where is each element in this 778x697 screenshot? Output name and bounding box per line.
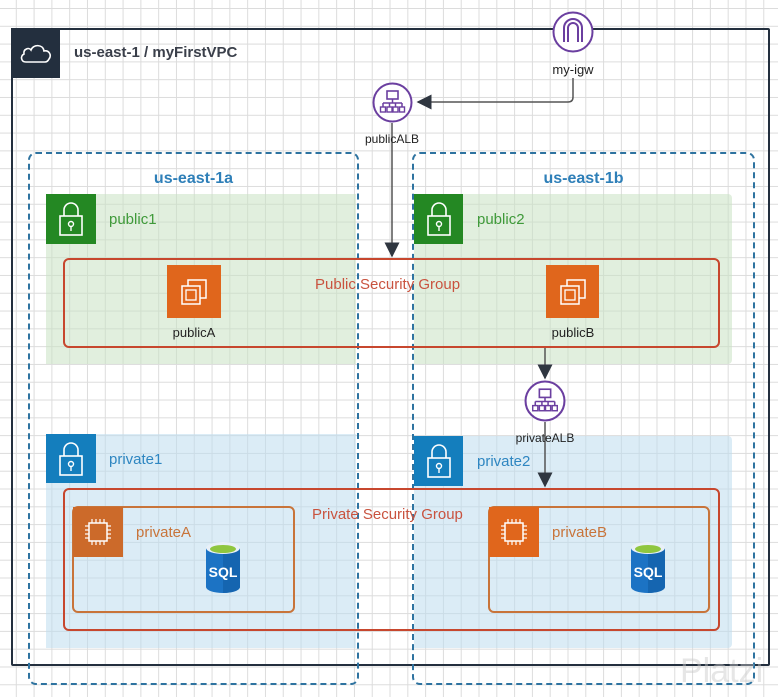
lock-icon [59, 441, 83, 476]
private1-badge [46, 434, 96, 483]
ec2-instances-icon [559, 278, 586, 305]
igw-to-publicALB-connector [416, 78, 574, 110]
az-label-a: us-east-1a [153, 170, 234, 187]
cloud-icon [20, 44, 51, 63]
sql-database-icon: SQL [206, 542, 240, 593]
subnet-label-private2: private2 [477, 453, 531, 470]
platzi-watermark: Platzi [680, 652, 764, 690]
public-security-group[interactable] [63, 258, 720, 348]
private2-badge [414, 436, 463, 486]
availability-zone-b[interactable] [412, 152, 755, 685]
instance-label-publicB: publicB [551, 325, 595, 340]
vpc-container[interactable] [11, 28, 770, 666]
subnet-label-private1: private1 [109, 451, 163, 468]
privateB-badge [489, 507, 539, 557]
ec2-instance-icon [501, 519, 527, 545]
instance-label-privateA: privateA [136, 524, 192, 541]
private-security-group[interactable] [63, 488, 720, 631]
privateA-instance[interactable] [72, 506, 295, 613]
load-balancer-icon [372, 82, 413, 123]
sql-database-a[interactable]: SQL [204, 541, 242, 595]
instance-label-privateB: privateB [552, 524, 608, 541]
load-balancer-icon [524, 380, 566, 422]
availability-zone-a[interactable] [28, 152, 359, 685]
private-alb-label: privateALB [515, 431, 575, 445]
private-security-group-label: Private Security Group [312, 506, 463, 523]
sql-database-icon: SQL [631, 542, 665, 593]
lock-icon [426, 202, 451, 236]
sql-database-b[interactable]: SQL [629, 541, 667, 595]
internet-gateway[interactable] [552, 11, 594, 53]
privateA-badge [73, 507, 123, 557]
igw-label: my-igw [552, 62, 594, 77]
public2-badge [414, 194, 463, 244]
internet-gateway-icon [552, 11, 594, 53]
az-label-b: us-east-1b [543, 170, 624, 187]
sql-text: SQL [209, 564, 238, 580]
vpc-title: us-east-1 / myFirstVPC [74, 44, 238, 61]
publicB-instance[interactable] [546, 265, 599, 318]
publicA-instance[interactable] [167, 265, 221, 318]
privateB-instance[interactable] [488, 506, 710, 613]
vpc-cloud-badge [11, 28, 60, 78]
private-alb[interactable] [524, 380, 566, 422]
public1-badge [46, 194, 96, 244]
lock-icon [59, 202, 83, 236]
public-alb[interactable] [372, 82, 413, 123]
ec2-instances-icon [181, 278, 207, 305]
ec2-instance-icon [85, 519, 111, 545]
public-security-group-label: Public Security Group [315, 276, 461, 293]
sql-text: SQL [634, 564, 663, 580]
public-alb-label: publicALB [364, 132, 420, 146]
subnet-label-public1: public1 [109, 211, 157, 228]
lock-icon [426, 444, 451, 478]
instance-label-publicA: publicA [172, 325, 216, 340]
subnet-label-public2: public2 [477, 211, 525, 228]
